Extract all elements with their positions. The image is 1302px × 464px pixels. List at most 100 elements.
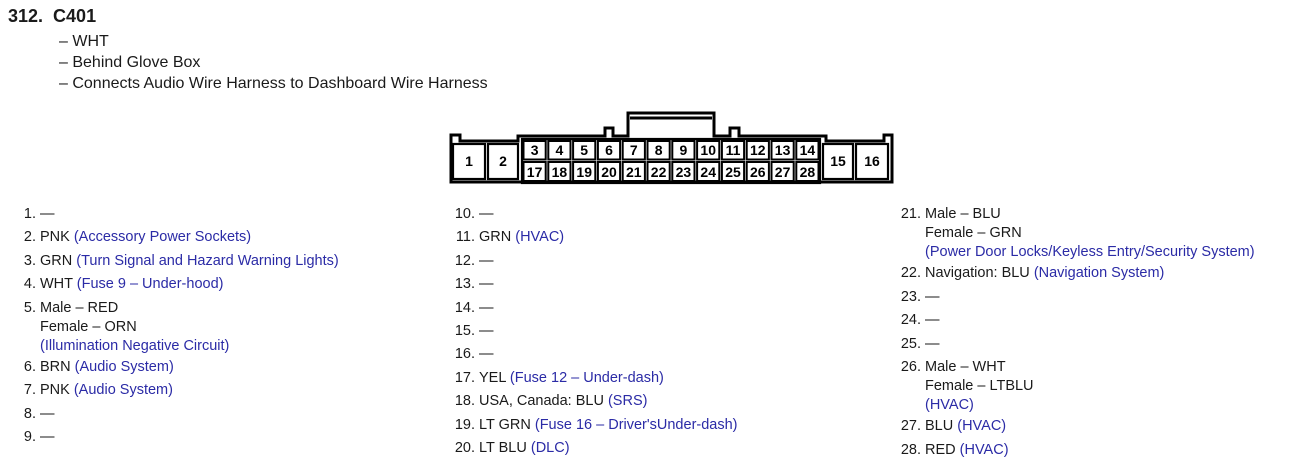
pin-number: 3. bbox=[23, 252, 36, 269]
circuit-reference: (HVAC) bbox=[957, 418, 1007, 435]
circuit-reference: (Audio System) bbox=[73, 382, 173, 399]
wire-color-text: Male – BLU bbox=[925, 206, 1001, 222]
pin-number: 27. bbox=[900, 418, 921, 435]
pin-number: 13. bbox=[454, 276, 475, 293]
pin-entry: 1.— bbox=[8, 205, 339, 226]
pin-label: 12 bbox=[750, 142, 766, 158]
pin-cavity bbox=[720, 161, 746, 182]
pin-number: 14. bbox=[454, 299, 475, 316]
wire-color-text: — bbox=[479, 322, 494, 339]
pin-entry: 7.PNK (Audio System) bbox=[8, 381, 339, 402]
pin-label: 21 bbox=[626, 164, 642, 180]
pin-number: 25. bbox=[900, 335, 921, 352]
pin-description-line: RED (HVAC) bbox=[925, 441, 1255, 460]
circuit-reference: (HVAC) bbox=[959, 441, 1009, 458]
circuit-reference: (Fuse 12 – Under-dash) bbox=[509, 369, 664, 386]
pin-cavity bbox=[720, 140, 746, 161]
wire-color-text: — bbox=[479, 346, 494, 363]
pin-label: 27 bbox=[775, 164, 791, 180]
connector-id: C401 bbox=[53, 6, 97, 26]
pin-cavity bbox=[522, 161, 547, 182]
pin-cavity bbox=[547, 161, 572, 182]
pin-number: 6. bbox=[23, 358, 36, 375]
pin-number: 28. bbox=[900, 441, 921, 458]
pin-entry: 24.— bbox=[893, 311, 1255, 332]
pin-description-line: — bbox=[925, 311, 1255, 330]
cavity-16 bbox=[854, 142, 890, 181]
connector-connection: – Connects Audio Wire Harness to Dashboa… bbox=[59, 75, 488, 92]
pin-entry: 11.GRN (HVAC) bbox=[447, 228, 738, 249]
pin-cavity bbox=[745, 140, 770, 161]
pin-description-line: Male – RED bbox=[40, 299, 339, 318]
pin-description-line: BLU (HVAC) bbox=[925, 417, 1255, 436]
pin-label: 8 bbox=[655, 142, 663, 158]
pin-description-line: — bbox=[479, 345, 738, 364]
pin-label: 17 bbox=[527, 164, 543, 180]
pin-number: 2. bbox=[23, 229, 36, 246]
pin-number: 19. bbox=[454, 416, 475, 433]
pin-cavity bbox=[795, 161, 820, 182]
cavity-1 bbox=[451, 142, 487, 181]
connector-description: – WHT – Behind Glove Box – Connects Audi… bbox=[59, 31, 488, 94]
pin-cavity bbox=[696, 161, 721, 182]
wire-color-text: GRN bbox=[40, 252, 77, 269]
pin-description-line: — bbox=[479, 275, 738, 294]
pin-label: 26 bbox=[750, 164, 766, 180]
pin-cavity bbox=[745, 161, 770, 182]
wire-color-text: PNK bbox=[40, 229, 74, 246]
pin-cavity bbox=[596, 140, 622, 161]
pin-number: 16. bbox=[454, 346, 475, 363]
wire-color-text: — bbox=[40, 405, 55, 422]
circuit-reference: (Power Door Locks/Keyless Entry/Security… bbox=[925, 244, 1255, 260]
pin-cavity bbox=[547, 140, 572, 161]
pin-label: 22 bbox=[651, 164, 667, 180]
pin-label: 28 bbox=[800, 164, 816, 180]
pin-entry: 9.— bbox=[8, 428, 339, 449]
wire-color-text: USA, Canada: BLU bbox=[479, 393, 608, 410]
pin-entry: 28.RED (HVAC) bbox=[893, 441, 1255, 462]
pin-cavity bbox=[696, 140, 721, 161]
wire-color-text: — bbox=[40, 206, 55, 222]
wire-color-text: RED bbox=[925, 441, 960, 458]
wire-color-text: — bbox=[925, 335, 940, 352]
pin-number: 18. bbox=[454, 393, 475, 410]
pin-entry: 23.— bbox=[893, 288, 1255, 309]
pin-number: 5. bbox=[23, 299, 36, 316]
pin-description-line: Female – GRN bbox=[925, 224, 1255, 243]
pin-label: 23 bbox=[676, 164, 692, 180]
pin-description-line: — bbox=[925, 288, 1255, 307]
wire-color-text: Female – GRN bbox=[925, 225, 1022, 241]
pin-entry: 12.— bbox=[447, 252, 738, 273]
pin-number: 12. bbox=[454, 252, 475, 269]
pin-label: 4 bbox=[556, 142, 564, 158]
pin-entry: 13.— bbox=[447, 275, 738, 296]
pin-label: 10 bbox=[700, 142, 716, 158]
pin-number: 7. bbox=[23, 382, 36, 399]
pin-entry: 2.PNK (Accessory Power Sockets) bbox=[8, 228, 339, 249]
pin-label: 20 bbox=[601, 164, 617, 180]
wire-color-text: Navigation: BLU bbox=[925, 265, 1034, 282]
wire-color-text: Male – RED bbox=[40, 299, 119, 316]
pin-number: 15. bbox=[454, 322, 475, 339]
pin-number: 1. bbox=[23, 206, 36, 222]
pin-entry: 25.— bbox=[893, 335, 1255, 356]
pin-label: 19 bbox=[576, 164, 592, 180]
pin-cavity bbox=[621, 140, 646, 161]
wire-color-text: BRN bbox=[40, 358, 75, 375]
pin-label: 25 bbox=[725, 164, 741, 180]
pin-description-line: WHT (Fuse 9 – Under-hood) bbox=[40, 275, 339, 294]
connector-location: – Behind Glove Box bbox=[59, 54, 201, 71]
cavity-2 bbox=[486, 142, 520, 181]
pin-number: 20. bbox=[454, 439, 475, 456]
pin-entry: 4.WHT (Fuse 9 – Under-hood) bbox=[8, 275, 339, 296]
section-number: 312. bbox=[8, 6, 44, 26]
pin-list-column-1: 1.—2.PNK (Accessory Power Sockets)3.GRN … bbox=[8, 205, 339, 452]
pin-label: 16 bbox=[864, 153, 880, 169]
pin-cavity bbox=[671, 161, 696, 182]
circuit-reference: (HVAC) bbox=[515, 229, 565, 246]
pin-description-line: — bbox=[40, 205, 339, 224]
